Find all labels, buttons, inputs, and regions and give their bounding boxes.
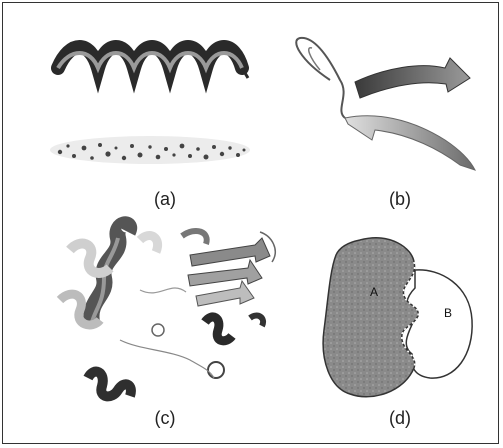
panel-d-caption: (d): [370, 408, 430, 429]
panel-b-caption: (b): [370, 189, 430, 210]
panel-a-caption: (a): [135, 189, 195, 210]
region-a-shape: [323, 238, 418, 397]
region-b-label: B: [444, 306, 452, 320]
panel-a-helix-ribbon: [58, 47, 248, 78]
panel-a-helix-spacefill: [50, 136, 250, 164]
region-b-shape: [406, 270, 472, 378]
region-a-label: A: [370, 285, 378, 299]
panel-c-protein-structure: [60, 224, 275, 396]
panel-b-beta-hairpin: [296, 38, 475, 170]
panel-c-caption: (c): [135, 408, 195, 429]
